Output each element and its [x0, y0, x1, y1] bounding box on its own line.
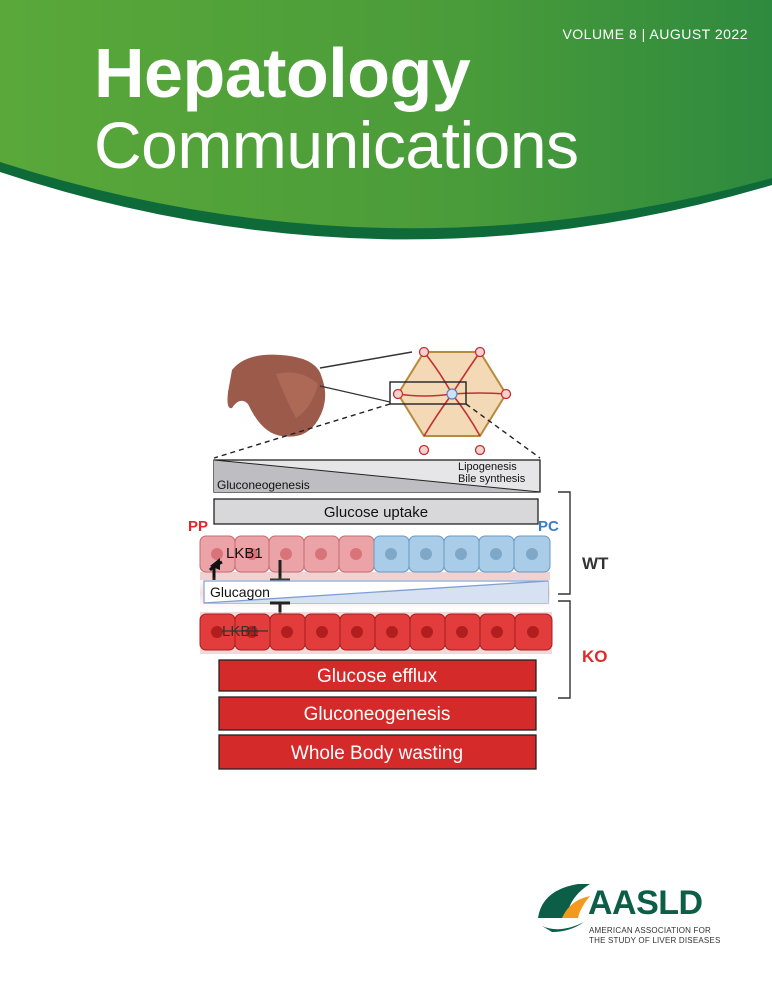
label-lipogenesis: Lipogenesis [458, 461, 517, 473]
label-gluconeogenesis-top: Gluconeogenesis [217, 478, 310, 492]
label-glucose-uptake: Glucose uptake [324, 504, 428, 521]
journal-title-line1: Hepatology [94, 34, 471, 112]
publisher-subtitle-line2: THE STUDY OF LIVER DISEASES [589, 936, 721, 945]
outcome-box-3 [218, 734, 537, 770]
ko-bracket [558, 600, 571, 699]
liver-illustration [227, 354, 326, 437]
label-glucagon: Glucagon [210, 584, 270, 600]
header-banner [0, 0, 772, 240]
label-wt: WT [582, 554, 609, 573]
label-ko: KO [582, 647, 608, 666]
wt-bracket [558, 491, 571, 595]
outcome-label-1: Glucose efflux [317, 666, 438, 687]
glucagon-gradient [203, 580, 549, 604]
ko-hepatocyte-row [199, 612, 553, 654]
issue-label: VOLUME 8 | AUGUST 2022 [562, 26, 748, 42]
aasld-logo-icon [538, 884, 590, 932]
outcome-label-2: Gluconeogenesis [304, 704, 451, 725]
label-lkb1-wt: LKB1 [226, 545, 263, 562]
journal-title-line2: Communications [94, 108, 579, 182]
publisher-name: AASLD [588, 884, 703, 922]
lobule-hexagon [389, 346, 512, 456]
glucose-uptake-box [213, 498, 539, 525]
label-pc: PC [538, 518, 559, 535]
outcome-box-1 [218, 659, 537, 692]
outcome-label-3: Whole Body wasting [291, 743, 463, 764]
metabolic-gradient-box [213, 459, 541, 493]
wt-hepatocyte-row [199, 535, 551, 580]
label-pp: PP [188, 518, 208, 535]
publisher-subtitle-line1: AMERICAN ASSOCIATION FOR [589, 926, 711, 935]
label-bile-synthesis: Bile synthesis [458, 473, 526, 485]
outcome-box-2 [218, 696, 537, 731]
